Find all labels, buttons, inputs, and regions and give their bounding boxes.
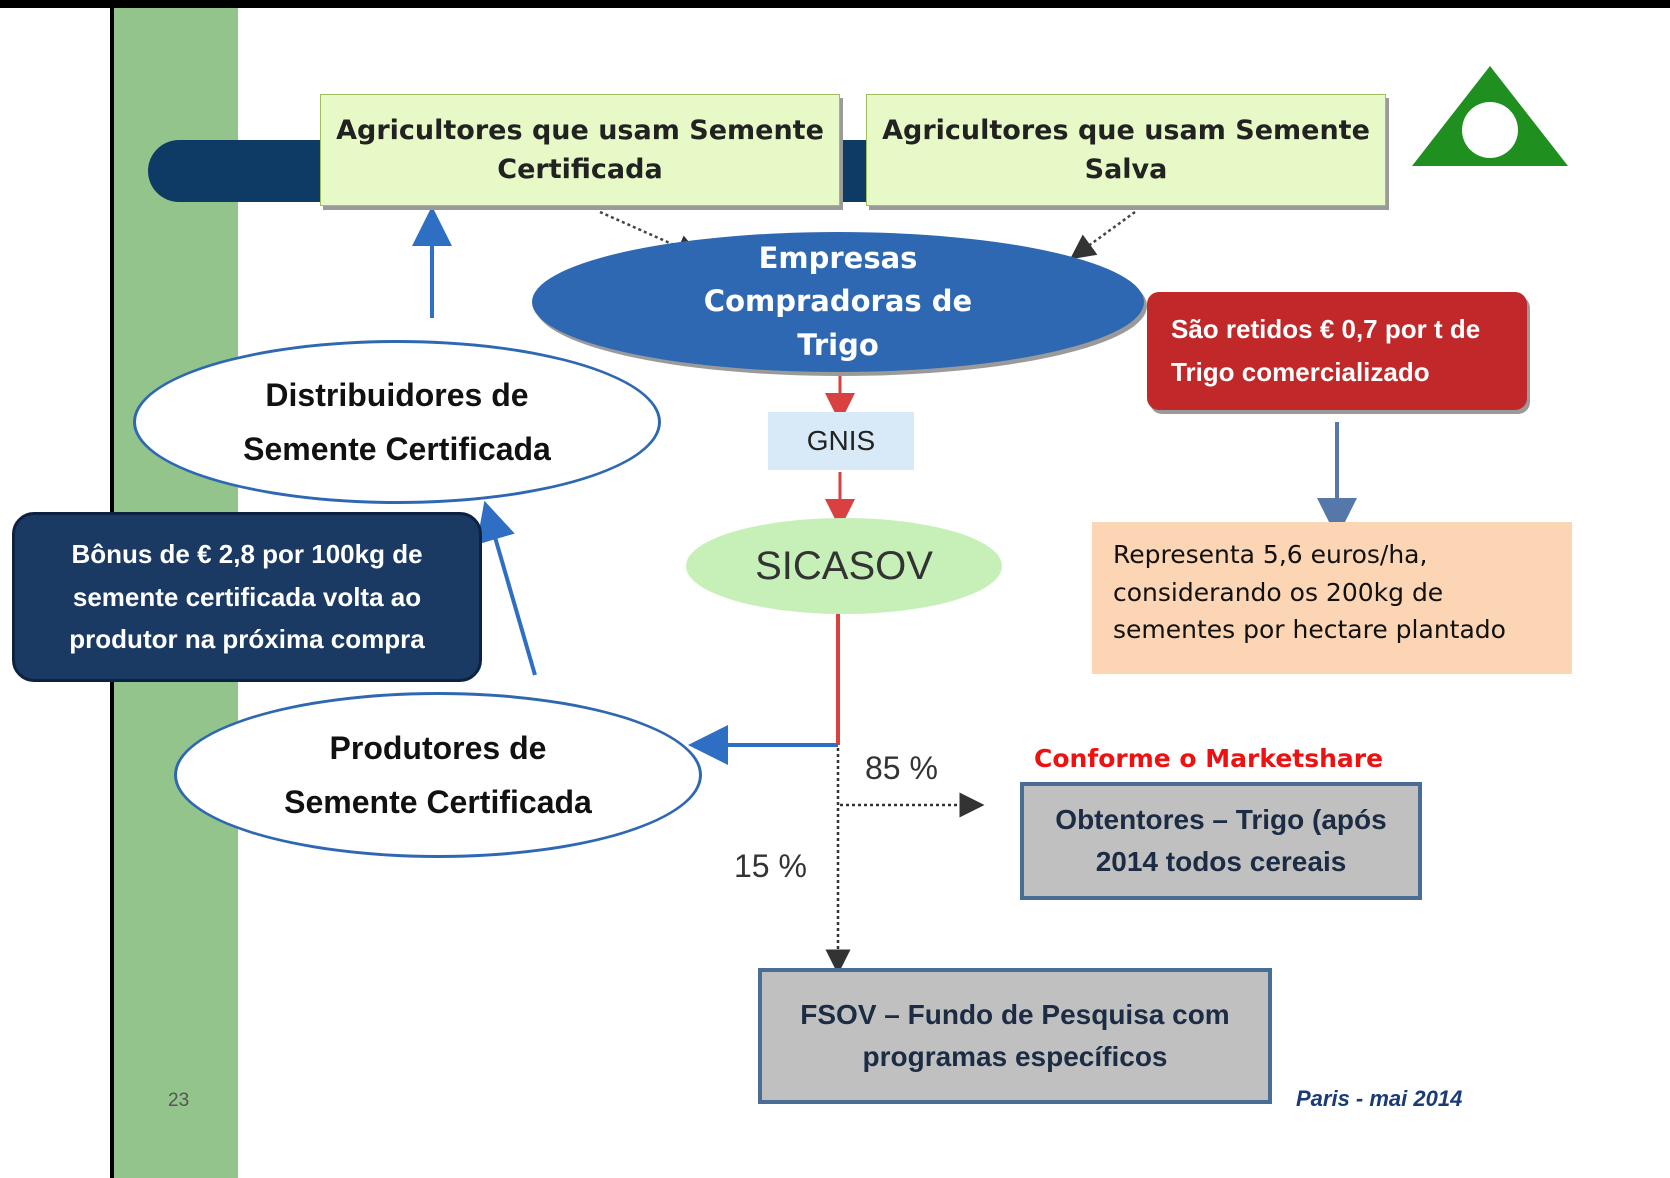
percent-15-label: 15 % (734, 848, 807, 884)
sicasov-oval: SICASOV (686, 518, 1002, 614)
farmers-saved-seed-box: Agricultores que usam Semente Salva (866, 94, 1386, 206)
retention-box: São retidos € 0,7 por t de Trigo comerci… (1147, 292, 1527, 410)
place-date-label: Paris - mai 2014 (1296, 1086, 1463, 1111)
wheat-buyers-oval: Empresas Compradoras de Trigo (532, 232, 1144, 372)
distributors-oval: Distribuidores de Semente Certificada (133, 340, 661, 504)
farmers-certified-seed-box: Agricultores que usam Semente Certificad… (320, 94, 840, 206)
producers-oval: Produtores de Semente Certificada (174, 692, 702, 858)
percent-85-label: 85 % (865, 750, 938, 786)
gnis-box: GNIS (768, 412, 914, 470)
top-black-bar (0, 0, 1670, 8)
bonus-box: Bônus de € 2,8 por 100kg de semente cert… (12, 512, 482, 682)
company-logo (1412, 66, 1568, 166)
fsov-box: FSOV – Fundo de Pesquisa com programas e… (758, 968, 1272, 1104)
obtentores-box: Obtentores – Trigo (após 2014 todos cere… (1020, 782, 1422, 900)
marketshare-label: Conforme o Marketshare (1034, 744, 1384, 773)
peach-background (1092, 522, 1572, 674)
hectare-note-text: Representa 5,6 euros/ha, considerando os… (1113, 540, 1506, 644)
page-number: 23 (168, 1090, 190, 1111)
